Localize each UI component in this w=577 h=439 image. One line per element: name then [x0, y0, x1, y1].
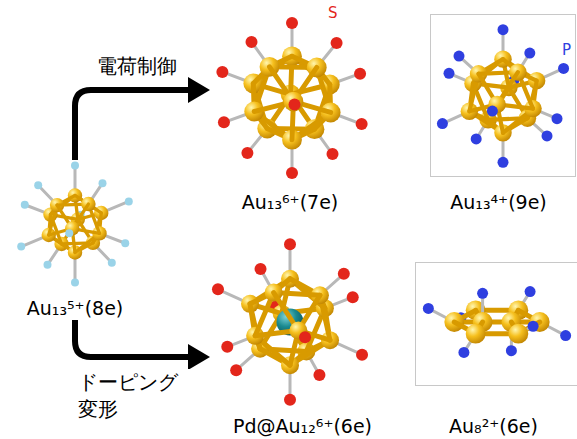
- panel-frame: [416, 263, 577, 386]
- ligand-atom: [524, 48, 535, 59]
- ligand-atom: [437, 118, 448, 129]
- ligand-atom: [65, 229, 73, 237]
- ligand-atom: [477, 288, 488, 299]
- ligand-atom: [108, 259, 116, 267]
- ligand-atom: [498, 157, 509, 168]
- ligand-atom: [284, 394, 296, 406]
- ligand-atom: [443, 68, 454, 79]
- ligand-atom: [284, 238, 296, 250]
- ligand-atom: [487, 106, 498, 117]
- cluster-formula: Au₁₃⁵⁺(8e): [25, 296, 126, 320]
- gold-bond: [503, 59, 537, 81]
- ligand-atom: [471, 133, 482, 144]
- ligand-atom: [286, 167, 298, 179]
- arrow-head: [188, 344, 210, 370]
- ligand-atom: [331, 37, 343, 49]
- ligand-atom: [71, 278, 79, 286]
- ligand-atom: [212, 283, 224, 295]
- edge-label: 電荷制御: [97, 53, 177, 80]
- ligand-atom: [286, 17, 298, 29]
- ligand-atom: [506, 345, 517, 356]
- ligand-atom: [299, 331, 311, 343]
- element-label: S: [327, 5, 339, 22]
- ligand-atom: [255, 263, 267, 275]
- ligand-atom: [230, 364, 242, 376]
- ligand-atom: [525, 286, 536, 297]
- cluster-formula: Pd@Au₁₂⁶⁺(6e): [231, 414, 374, 438]
- cluster-formula: Au₈²⁺(6e): [447, 414, 540, 438]
- ligand-atom: [454, 51, 465, 62]
- ligand-atom: [558, 63, 569, 74]
- cluster-formula: Au₁₃⁶⁺(7e): [240, 190, 341, 214]
- cluster-panel: Au₈²⁺(6e): [410, 250, 577, 438]
- flow-arrow: [75, 320, 190, 357]
- panel-frame: [431, 15, 576, 177]
- cluster-formula: Au₁₃⁴⁺(9e): [448, 190, 549, 214]
- ligand-atom: [528, 321, 539, 332]
- ligand-atom: [327, 148, 339, 160]
- au13-cluster: [216, 17, 367, 179]
- gold-atom: [466, 324, 486, 344]
- ligand-atom: [17, 243, 25, 251]
- ligand-atom: [121, 239, 129, 247]
- ligand-atom: [241, 147, 253, 159]
- ligand-atom: [221, 341, 233, 353]
- ligand-atom: [44, 261, 52, 269]
- ligand-atom: [338, 268, 350, 280]
- ligand-atom: [423, 303, 434, 314]
- au13-cluster: [17, 162, 133, 287]
- edge-label: ドーピング 変形: [78, 369, 196, 423]
- ligand-atom: [21, 201, 29, 209]
- cluster-panel: Pd@Au₁₂⁶⁺(6e): [210, 225, 395, 438]
- ligand-atom: [289, 98, 301, 110]
- ligand-atom: [245, 36, 257, 48]
- cluster-panel: Au₁₃⁴⁺(9e): [420, 0, 577, 214]
- ligand-atom: [34, 181, 42, 189]
- element-label: P: [561, 42, 572, 59]
- ligand-atom: [218, 116, 230, 128]
- cluster-panel: Au₁₃⁵⁺(8e): [0, 160, 150, 320]
- au8-cluster: [423, 286, 571, 358]
- ligand-atom: [125, 197, 133, 205]
- au13-cluster: [437, 24, 569, 168]
- ligand-atom: [71, 162, 79, 170]
- flow-arrow: [75, 90, 190, 160]
- ligand-atom: [313, 369, 325, 381]
- gold-atom: [284, 92, 304, 112]
- ligand-atom: [356, 118, 368, 130]
- ligand-atom: [347, 291, 359, 303]
- ligand-atom: [354, 68, 366, 80]
- ligand-atom: [560, 330, 571, 341]
- gold-atom: [508, 324, 528, 344]
- ligand-atom: [541, 130, 552, 141]
- pd-au12-cluster: [212, 238, 368, 406]
- ligand-atom: [216, 66, 228, 78]
- ligand-atom: [458, 347, 469, 358]
- cluster-panel: Au₁₃⁶⁺(7e): [210, 0, 370, 214]
- ligand-atom: [356, 349, 368, 361]
- ligand-atom: [98, 179, 106, 187]
- ligand-atom: [552, 113, 563, 124]
- arrow-head: [188, 77, 210, 103]
- ligand-atom: [498, 24, 509, 35]
